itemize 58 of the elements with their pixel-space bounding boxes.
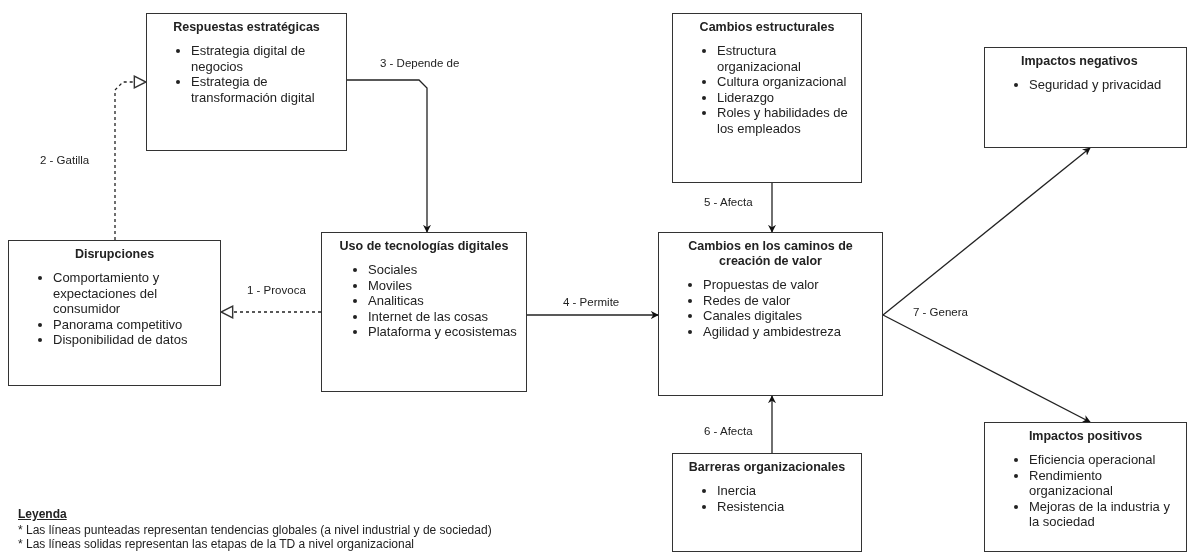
bullet-item: Agilidad y ambidestreza — [703, 323, 842, 339]
box-heading: Barreras organizacionales — [687, 460, 847, 475]
concept-box — [672, 453, 862, 552]
edge-label: 6 - Afecta — [704, 425, 753, 438]
arrow — [768, 395, 776, 454]
concept-box — [146, 13, 347, 151]
bullet-item: Panorama competitivo — [53, 316, 183, 332]
concept-box — [658, 232, 883, 396]
bullet-item: Cultura organizacional — [717, 74, 847, 90]
edge-label: 2 - Gatilla — [40, 154, 90, 167]
bullet-item: Plataforma y ecosistemas — [368, 324, 517, 340]
box-heading: Cambios estructurales — [698, 20, 836, 35]
bullet-item: Estrategia de transformación digital — [191, 74, 316, 105]
bullet-item: Disponibilidad de datos — [53, 332, 188, 348]
legend-note: * Las líneas punteadas representan tendencias globales (a nivel industrial y de sociedad) — [18, 524, 492, 537]
bullet-item: Canales digitales — [703, 308, 802, 324]
edge-label: 4 - Permite — [563, 296, 620, 309]
box-heading: Impactos positivos — [1027, 429, 1144, 444]
box-heading: Disrupciones — [73, 247, 156, 262]
bullet-item: Estructura organizacional — [717, 43, 802, 74]
bullet-item: Analiticas — [368, 293, 424, 309]
legend-note: * Las líneas solidas representan las etapas de la TD a nivel organizacional — [18, 538, 415, 551]
bullet-item: Sociales — [368, 262, 418, 278]
bullet-item: Liderazgo — [717, 89, 775, 105]
dashed-arrow — [220, 305, 322, 319]
concept-box — [8, 240, 221, 386]
edge-label: 1 - Provoca — [247, 284, 306, 297]
bullet-item: Propuestas de valor — [703, 277, 819, 293]
edge-label: 3 - Depende de — [380, 57, 460, 70]
arrow — [768, 182, 776, 233]
concept-box — [984, 422, 1187, 552]
bullet-item: Moviles — [368, 277, 413, 293]
bullet-item: Rendimiento organizacional — [1029, 467, 1114, 499]
bullet-item: Resistencia — [717, 498, 785, 514]
arrow — [526, 311, 659, 319]
bullet-item: Roles y habilidades de los empleados — [717, 105, 849, 136]
bullet-item: Seguridad y privacidad — [1029, 77, 1162, 93]
bullet-item: Inercia — [717, 483, 757, 499]
arrow — [346, 79, 431, 233]
bullet-item: Internet de las cosas — [368, 308, 488, 324]
edge-label: 7 - Genera — [913, 306, 968, 319]
concept-box — [672, 13, 862, 183]
concept-box — [321, 232, 527, 392]
dashed-arrow — [114, 75, 147, 241]
legend-heading: Leyenda — [18, 508, 67, 521]
bullet-item: Comportamiento y expectaciones del consumidor — [53, 270, 161, 317]
concept-box — [984, 47, 1187, 148]
edge-label: 5 - Afecta — [704, 196, 753, 209]
bullet-item: Redes de valor — [703, 292, 791, 308]
box-heading: Impactos negativos — [1020, 54, 1139, 69]
box-heading: Uso de tecnologías digitales — [338, 239, 510, 254]
bullet-item: Mejoras de la industria y la sociedad — [1029, 498, 1171, 530]
box-heading: Cambios en los caminos de creación de valor — [687, 239, 854, 269]
bullet-item: Eficiencia operacional — [1029, 452, 1156, 468]
bullet-item: Estrategia digital de negocios — [191, 43, 307, 74]
arrow — [882, 314, 1091, 423]
arrow — [882, 147, 1091, 316]
box-heading: Respuestas estratégicas — [172, 20, 321, 35]
